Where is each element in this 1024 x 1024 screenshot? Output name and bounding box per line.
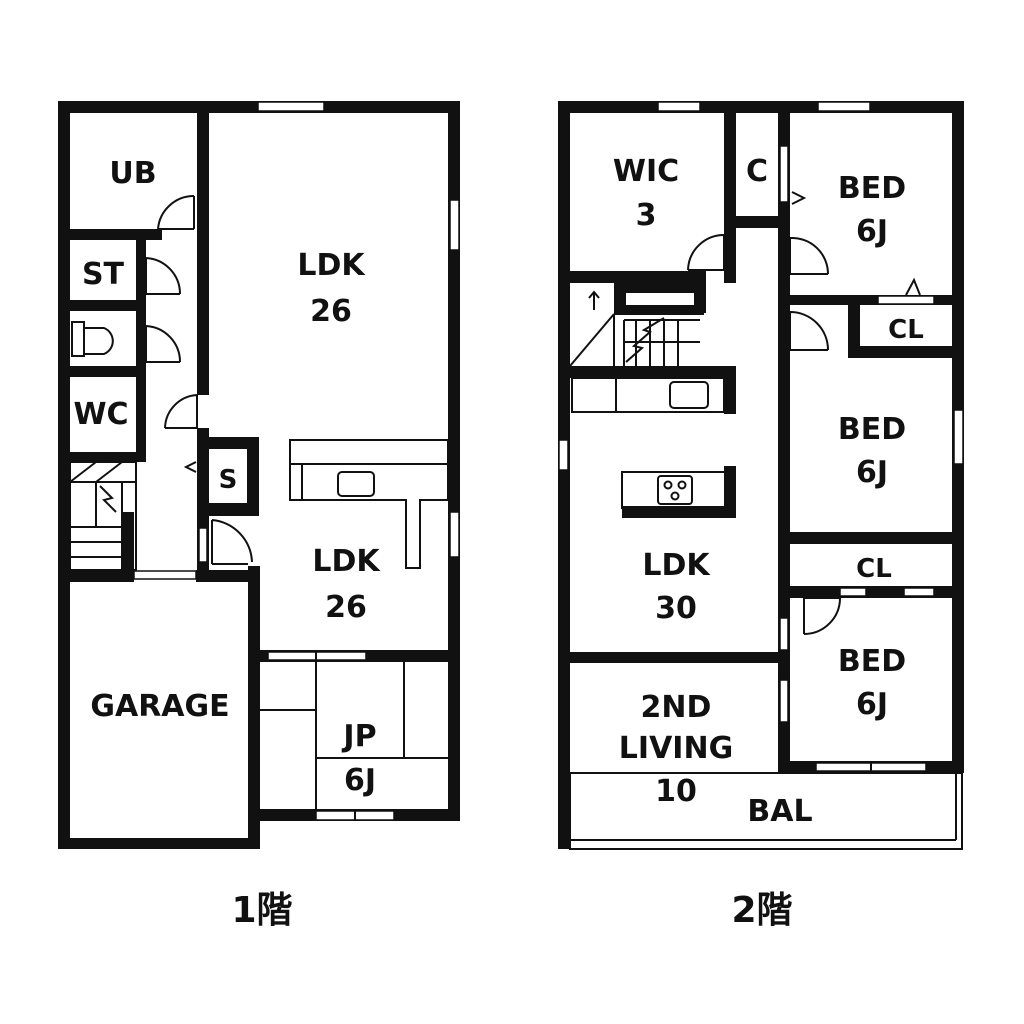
floor2-room-bed1-name: BED xyxy=(838,171,906,206)
floor2-room-wic-name: WIC xyxy=(613,154,679,189)
floor1-room-jp-name: JP xyxy=(341,719,376,754)
floor2-room-living-line1: 2ND xyxy=(641,690,712,725)
floor1-room-ub-label: UB xyxy=(109,156,156,191)
floor2-room-living-size: 10 xyxy=(655,774,697,809)
floor2-room-bed2-name: BED xyxy=(838,412,906,447)
floor1-room-jp-size: 6J xyxy=(344,763,376,798)
floor1-room-ldk-top-size: 26 xyxy=(310,294,352,329)
floor2-room-bed3-name: BED xyxy=(838,644,906,679)
floor1-room-wc-label: WC xyxy=(73,397,128,432)
floor1-room-garage-label: GARAGE xyxy=(90,689,229,724)
floor2-room-wic-size: 3 xyxy=(636,198,657,233)
floor1-room-ldk-bottom-size: 26 xyxy=(325,590,367,625)
floor2-room-ldk-name: LDK xyxy=(642,548,711,583)
floor1-room-ldk-bottom-name: LDK xyxy=(312,544,381,579)
floor2-room-living-line2: LIVING xyxy=(619,731,733,766)
floor2-room-bed1-size: 6J xyxy=(856,214,888,249)
floor2-plan xyxy=(558,101,964,850)
floor1-title: 1階 xyxy=(231,890,292,931)
floor2-room-bal-label: BAL xyxy=(747,794,812,829)
floor2-room-cl2-label: CL xyxy=(856,554,892,584)
floor1-room-s-label: S xyxy=(219,465,238,495)
floor2-room-bed3-size: 6J xyxy=(856,687,888,722)
floor2-room-bed2-size: 6J xyxy=(856,455,888,490)
floor2-room-cl1-label: CL xyxy=(888,315,924,345)
floor2-title: 2階 xyxy=(731,890,792,931)
floor1-room-ldk-top-name: LDK xyxy=(297,248,366,283)
floor1-plan xyxy=(58,101,460,849)
floor2-room-c-label: C xyxy=(746,154,768,189)
floor1-room-st-label: ST xyxy=(82,257,125,292)
floor2-room-ldk-size: 30 xyxy=(655,591,697,626)
